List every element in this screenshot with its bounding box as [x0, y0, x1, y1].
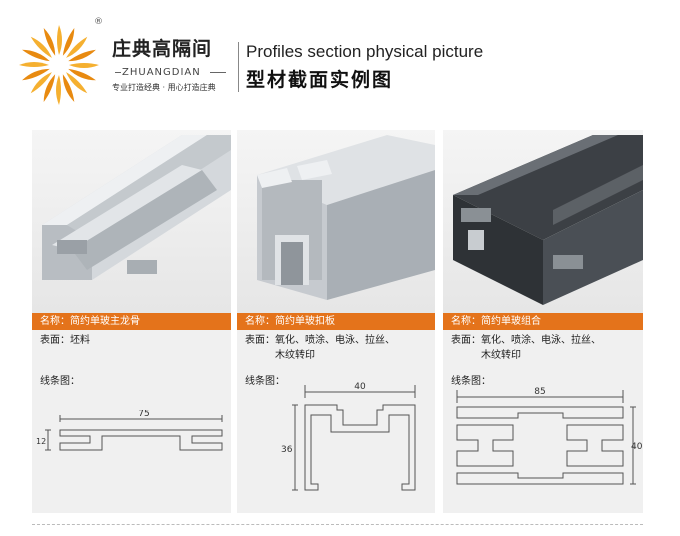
dimension-width: 85	[534, 387, 545, 397]
surface-text: 表面：氧化、喷涂、电泳、拉丝、	[451, 335, 601, 346]
brand-slogan: 专业打造经典 · 用心打造庄典	[112, 83, 216, 92]
line-drawing-label: 线条图：	[245, 376, 285, 387]
dimension-height: 36	[281, 445, 293, 455]
dimension-width: 75	[138, 410, 149, 419]
divider	[115, 72, 121, 73]
dimension-width: 40	[354, 382, 366, 392]
surface-text-cont: 木纹转印	[481, 350, 521, 361]
product-name-bar: 名称：简约单玻扣板	[237, 313, 435, 330]
product-info-panel: 表面：氧化、喷涂、电泳、拉丝、 木纹转印 线条图： 40 36	[237, 330, 435, 513]
section-drawing-main-keel: 75 12	[36, 410, 223, 451]
brand-name-en: ZHUANGDIAN	[122, 67, 201, 78]
surface-text: 表面：氧化、喷涂、电泳、拉丝、	[245, 335, 395, 346]
product-photo-main-keel	[32, 130, 231, 313]
registered-mark: ®	[94, 17, 103, 27]
product-photo-combination	[443, 130, 643, 313]
dimension-height: 12	[36, 437, 46, 446]
sun-logo-icon	[19, 25, 99, 105]
product-photo-buckle-plate	[237, 130, 435, 313]
page-title-en: Profiles section physical picture	[246, 42, 484, 61]
product-name-bar: 名称：简约单玻主龙骨	[32, 313, 231, 330]
footer-divider	[32, 524, 643, 525]
section-drawing-combination: 85 40	[456, 387, 643, 485]
dimension-height: 40	[631, 442, 643, 452]
header-divider	[238, 42, 239, 92]
product-info-panel: 表面：氧化、喷涂、电泳、拉丝、 木纹转印 线条图： 85 40	[443, 330, 643, 513]
line-drawing-label: 线条图：	[40, 376, 80, 387]
surface-text-cont: 木纹转印	[275, 350, 315, 361]
line-drawing-label: 线条图：	[451, 376, 491, 387]
product-name-bar: 名称：简约单玻组合	[443, 313, 643, 330]
page-title: 型材截面实例图	[246, 69, 394, 91]
surface-text: 表面：坯料	[40, 335, 90, 346]
section-drawing-buckle-plate: 40 36	[281, 382, 416, 491]
product-info-panel: 表面：坯料 线条图： 75 12	[32, 330, 231, 513]
divider	[210, 72, 226, 73]
brand-name: 庄典高隔间	[112, 38, 213, 60]
